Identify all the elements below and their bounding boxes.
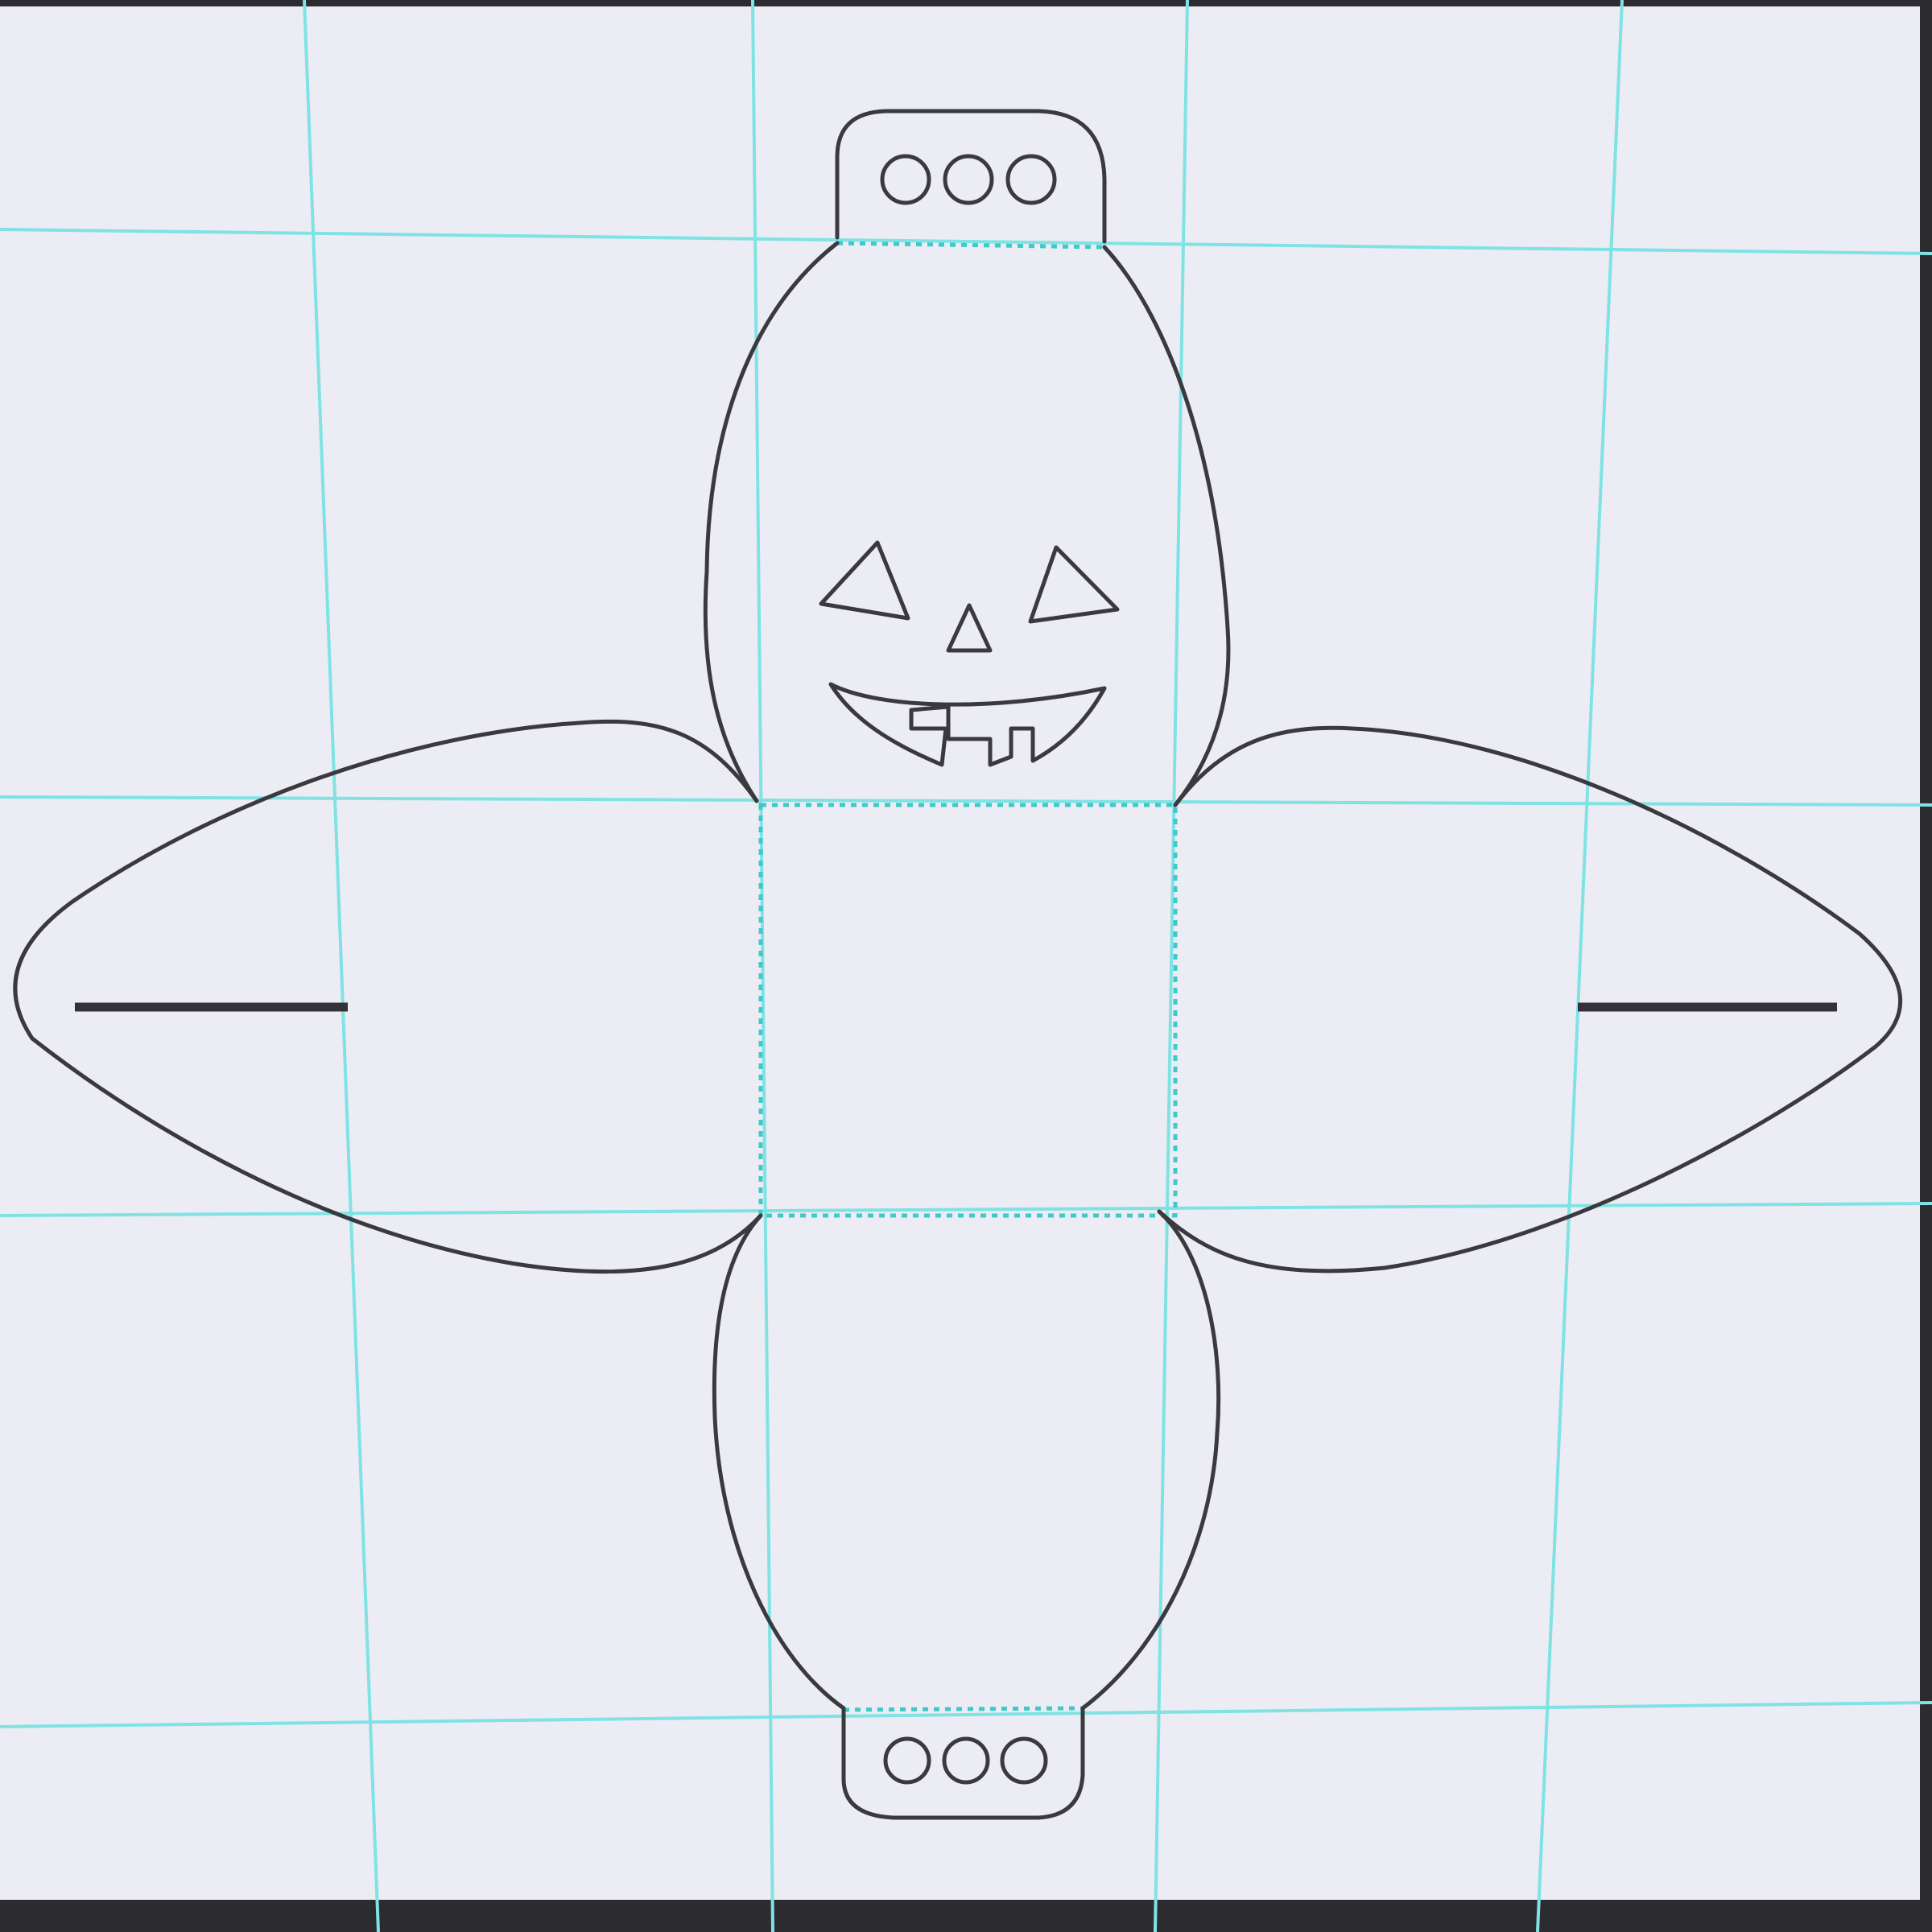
nose-cutout[interactable] xyxy=(946,603,993,653)
right-petal[interactable] xyxy=(1157,725,1903,1274)
mouth-cutout[interactable] xyxy=(828,682,1107,767)
jack-o-lantern-face-icon xyxy=(819,540,1120,767)
grid-line-vertical xyxy=(1154,0,1189,1932)
screen-bottom-edge xyxy=(0,1900,1932,1932)
bottom-petal[interactable] xyxy=(712,1209,1221,1711)
right-eye-cutout[interactable] xyxy=(1028,545,1120,624)
grid-line-horizontal xyxy=(0,1202,1932,1217)
grid-line-horizontal xyxy=(0,228,1932,255)
grid-line-horizontal xyxy=(0,1701,1932,1728)
grid-line-vertical xyxy=(1536,0,1624,1932)
left-eye-cutout[interactable] xyxy=(819,540,910,621)
top-handle-tab[interactable] xyxy=(835,109,1107,244)
bottom-tab-hole[interactable] xyxy=(942,1736,990,1785)
top-tab-hole[interactable] xyxy=(880,154,931,205)
top-tab-hole[interactable] xyxy=(943,154,994,205)
grid-line-vertical xyxy=(303,0,380,1932)
bottom-tab-hole[interactable] xyxy=(883,1736,931,1785)
treat-box-template[interactable] xyxy=(13,109,1903,1820)
bottom-tab-hole[interactable] xyxy=(1000,1736,1048,1785)
screen-right-edge xyxy=(1920,0,1932,1932)
bottom-handle-tab[interactable] xyxy=(841,1706,1085,1820)
top-tab-hole[interactable] xyxy=(1005,154,1057,205)
grid-line-horizontal xyxy=(0,795,1932,807)
base-square-score-lines xyxy=(758,803,1178,1218)
screen-top-edge xyxy=(0,0,1932,6)
left-petal[interactable] xyxy=(13,719,763,1274)
top-petal[interactable] xyxy=(703,241,1231,807)
